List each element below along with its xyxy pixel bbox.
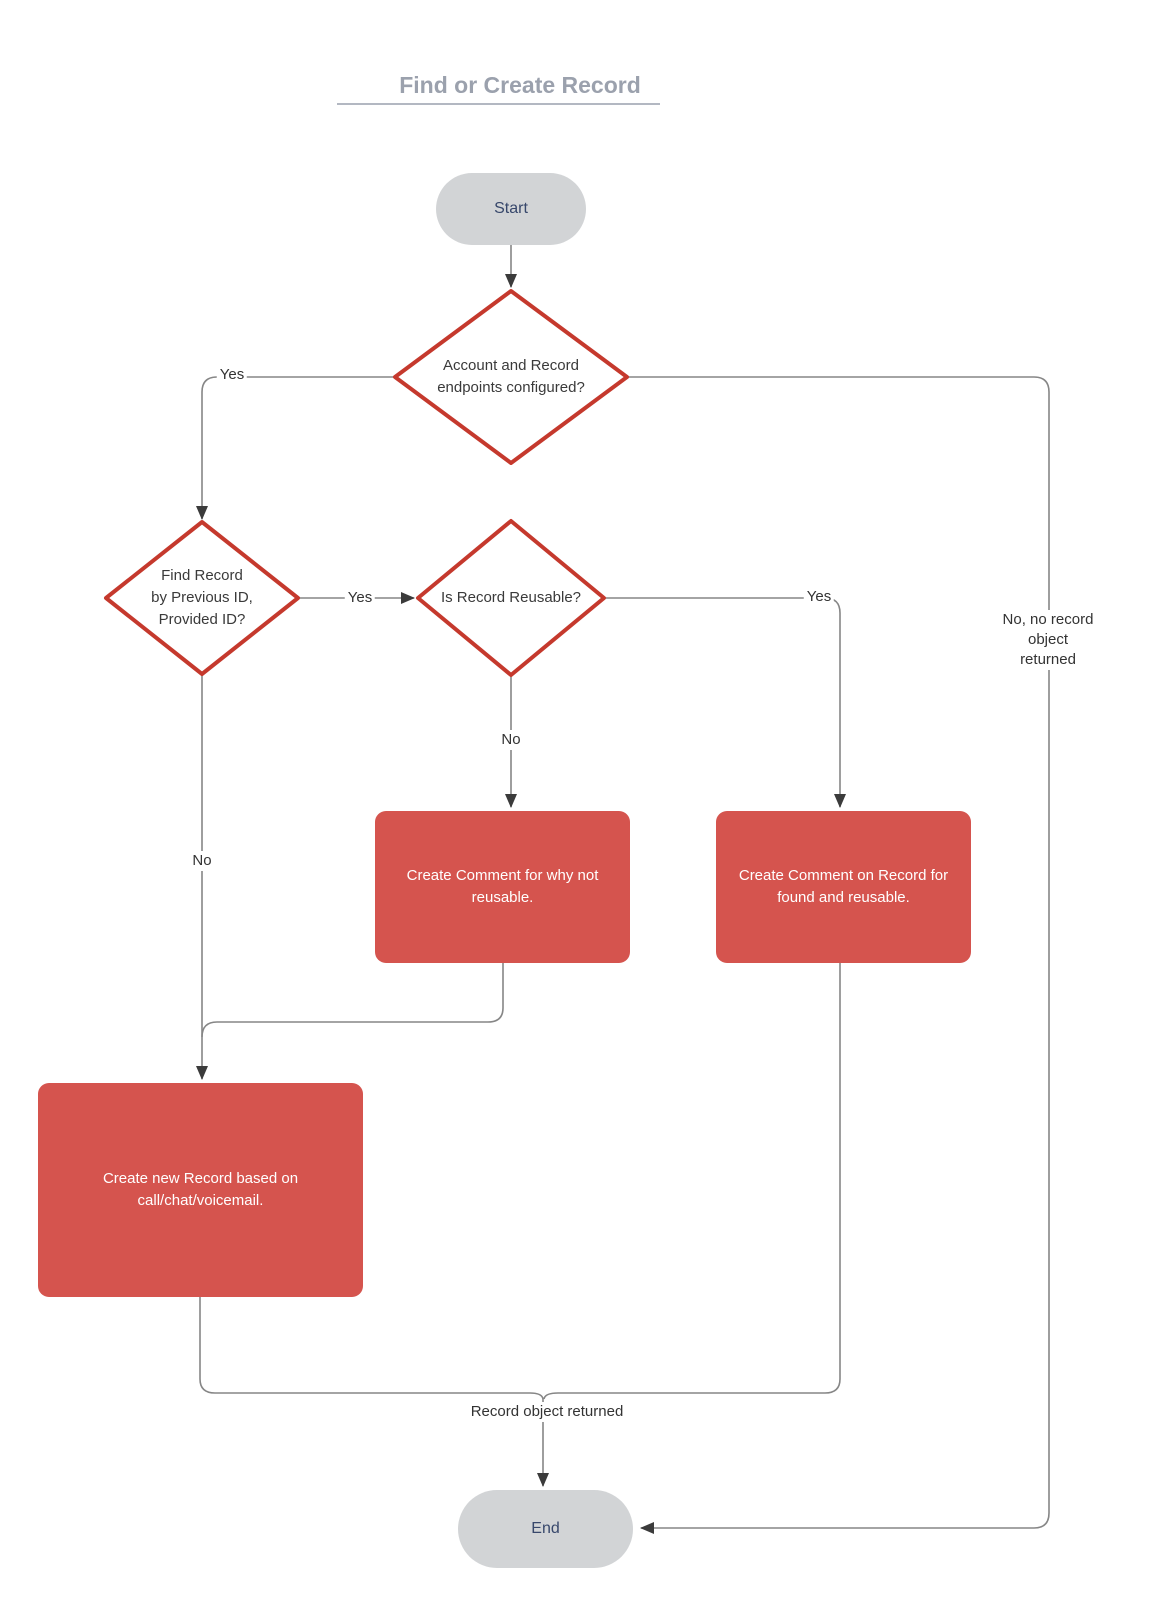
diagram-title: Find or Create Record — [399, 72, 641, 98]
decision-find-record-label: Find Record by Previous ID, Provided ID? — [151, 567, 253, 628]
label-endpoints-yes: Yes — [216, 365, 248, 385]
comment-found-reusable-node: Create Comment on Record for found and r… — [716, 811, 971, 963]
edge-comment-found-to-merge — [543, 963, 841, 1400]
comment-not-reusable-label: Create Comment for why not reusable. — [406, 867, 599, 906]
decision-find-record-shape — [104, 520, 300, 676]
label-find-yes: Yes — [344, 588, 376, 608]
edge-create-new-to-merge — [199, 1297, 544, 1400]
edge-comment-join-create-new — [201, 963, 504, 1038]
decision-endpoints-shape — [393, 289, 629, 465]
decision-reusable-shape — [416, 519, 606, 677]
edge-endpoints-yes-to-find — [196, 376, 395, 520]
label-endpoints-no: No, no record object returned — [995, 610, 1101, 670]
decision-reusable-label: Is Record Reusable? — [440, 589, 582, 606]
end-label: End — [531, 1520, 560, 1537]
end-node: End — [458, 1490, 633, 1568]
start-node: Start — [436, 173, 586, 245]
label-reusable-no: No — [498, 730, 524, 750]
create-new-record-node: Create new Record based on call/chat/voi… — [38, 1083, 363, 1297]
label-reusable-yes: Yes — [803, 587, 835, 607]
edge-reusable-yes-to-comment — [604, 597, 846, 808]
start-label: Start — [494, 200, 528, 217]
label-find-no: No — [189, 851, 215, 871]
title-underline — [337, 103, 660, 105]
edge-endpoints-no-to-end — [627, 376, 1050, 1534]
comment-found-reusable-label: Create Comment on Record for found and r… — [738, 867, 949, 906]
create-new-record-label: Create new Record based on call/chat/voi… — [102, 1170, 299, 1209]
label-record-returned: Record object returned — [467, 1402, 627, 1422]
comment-not-reusable-node: Create Comment for why not reusable. — [375, 811, 630, 963]
decision-endpoints-label: Account and Record endpoints configured? — [437, 357, 585, 396]
